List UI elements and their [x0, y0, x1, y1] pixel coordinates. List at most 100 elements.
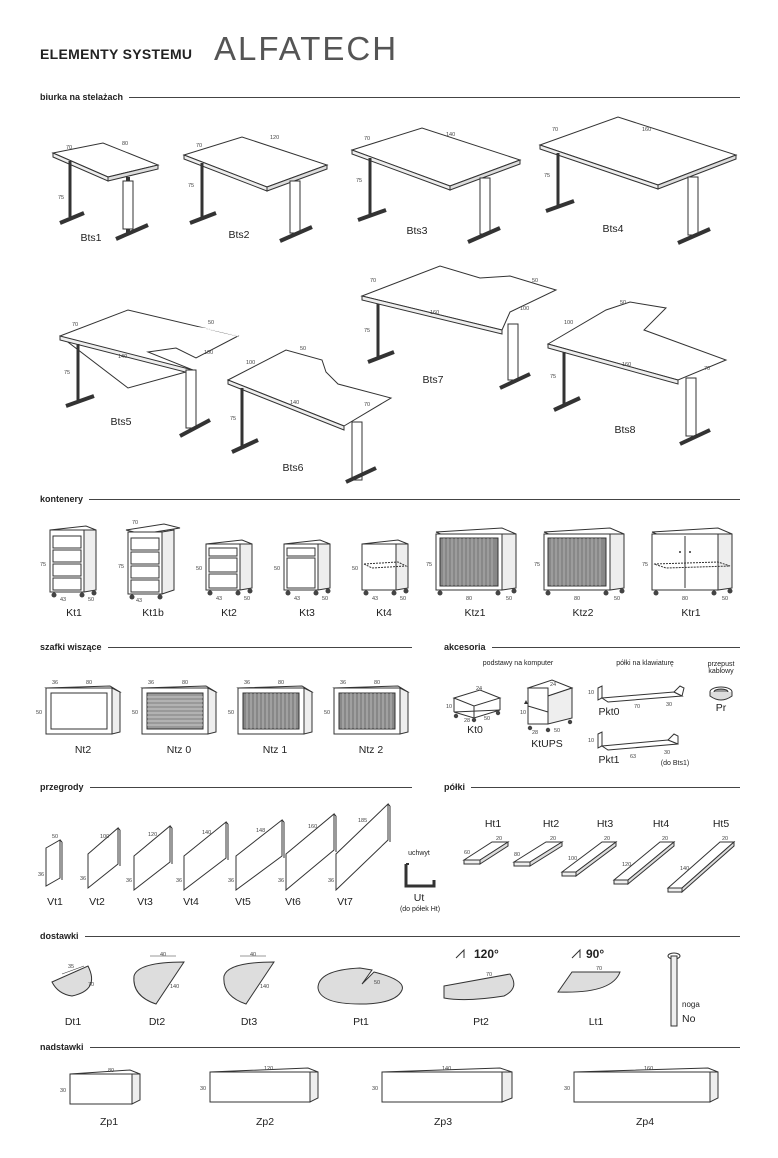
kt3-dim-h: 50 — [274, 566, 280, 572]
shelf-ht1-drawing: 60 20 — [462, 836, 510, 865]
shelf-ht4-label: Ht4 — [652, 818, 670, 830]
kt1-dim-d: 50 — [88, 597, 94, 603]
accessory-ktups-label: KtUPS — [531, 738, 563, 750]
bts1-dim-w: 80 — [122, 141, 128, 147]
extension-lt1-angle: 90° — [586, 947, 605, 961]
ktups-dim-c: 50 — [554, 728, 560, 734]
ntz1-dim-h: 50 — [228, 710, 234, 716]
ht4-dim-d: 20 — [662, 836, 668, 842]
zp1-dim-h: 30 — [60, 1088, 66, 1094]
extension-pt2-angle: 120° — [474, 947, 499, 961]
extension-lt1-drawing: 70 — [557, 948, 621, 993]
wall-ntz1-label: Ntz 1 — [262, 744, 288, 756]
kt2-dim-w: 43 — [216, 596, 222, 602]
vt1-dim-w: 36 — [38, 872, 44, 878]
container-kt4-label: Kt4 — [376, 607, 392, 619]
kt0-dim-c: 50 — [484, 716, 490, 722]
lt1-dim-a: 70 — [596, 966, 602, 972]
partition-vt1-label: Vt1 — [47, 896, 63, 908]
ntz0-dim-w: 80 — [182, 680, 188, 686]
vt4-dim-l: 140 — [202, 830, 211, 836]
desk-bts8-drawing: 100 50 70 160 75 — [546, 300, 728, 446]
container-kt1-label: Kt1 — [66, 607, 82, 619]
desk-bts2-label: Bts2 — [228, 229, 250, 241]
kt1b-dim-w: 43 — [136, 598, 142, 604]
extension-no-name: noga — [682, 1000, 700, 1009]
accessory-pkt1-drawing: 10 63 30 — [588, 731, 679, 760]
nt2-dim-d: 36 — [52, 680, 58, 686]
bts8-dim-h: 75 — [550, 374, 556, 380]
holder-note: (do półek Ht) — [399, 906, 441, 913]
pkt1-dim-b: 63 — [630, 754, 636, 760]
dt2-dim-b: 140 — [170, 984, 179, 990]
desk-bts5-drawing: 70 50 100 140 75 — [58, 309, 240, 438]
holder-title: uchwyt — [408, 850, 430, 857]
bts6-dim-e2: 70 — [364, 402, 370, 408]
desk-bts4-label: Bts4 — [602, 223, 624, 235]
partition-vt7-drawing: 185 36 — [328, 802, 391, 892]
zp4-dim-w: 160 — [644, 1066, 653, 1072]
section-wall: szafki wiszące — [40, 642, 412, 652]
accessory-kt0-label: Kt0 — [467, 724, 483, 736]
zp2-dim-h: 30 — [200, 1086, 206, 1092]
header-prefix: ELEMENTY SYSTEMU — [40, 46, 193, 62]
top-zp2-drawing: 30 120 — [200, 1066, 319, 1103]
vt6-dim-l: 160 — [308, 824, 317, 830]
partition-vt7-label: Vt7 — [337, 896, 353, 908]
ht5-dim-d: 20 — [722, 836, 728, 842]
kt4-dim-h: 50 — [352, 566, 358, 572]
vt2-dim-l: 100 — [100, 834, 109, 840]
partition-vt4-label: Vt4 — [183, 896, 199, 908]
kt0-dim-h: 10 — [446, 704, 452, 710]
kt2-dim-d: 50 — [244, 596, 250, 602]
pkt0-dim-c: 30 — [666, 702, 672, 708]
zp2-dim-w: 120 — [264, 1066, 273, 1072]
bts6-dim-d: 100 — [246, 360, 255, 366]
ntz1-dim-w: 80 — [278, 680, 284, 686]
wall-nt2-drawing: 50 36 80 — [36, 680, 122, 735]
container-kt3-label: Kt3 — [299, 607, 315, 619]
pkt0-dim-b: 70 — [634, 704, 640, 710]
partition-vt2-label: Vt2 — [89, 896, 105, 908]
container-kt1b-label: Kt1b — [142, 607, 164, 619]
holder-ut-drawing — [404, 863, 436, 888]
ktz2-dim-h: 75 — [534, 562, 540, 568]
accessory-pkt0-drawing: 10 70 30 — [588, 685, 685, 710]
vt7-dim-l: 185 — [358, 818, 367, 824]
kt3-dim-d: 50 — [322, 596, 328, 602]
bts8-dim-e1: 50 — [620, 300, 626, 306]
ktz2-dim-w: 80 — [574, 596, 580, 602]
wall-ntz2-drawing: 50 36 80 — [324, 680, 410, 735]
ntz1-dim-d: 36 — [244, 680, 250, 686]
kt0-dim-b: 28 — [464, 718, 470, 724]
bts5-dim-e2: 100 — [204, 350, 213, 356]
container-kt4-drawing: 50 43 50 — [352, 539, 409, 602]
bts6-dim-e1: 50 — [300, 346, 306, 352]
extension-lt1-label: Lt1 — [588, 1016, 604, 1028]
partition-vt2-drawing: 100 36 — [80, 826, 121, 890]
section-desks: biurka na stelażach — [40, 92, 740, 102]
zp3-dim-h: 30 — [372, 1086, 378, 1092]
shelf-ht5-drawing: 140 20 — [666, 836, 736, 894]
vt3-dim-l: 120 — [148, 832, 157, 838]
partition-vt6-drawing: 160 36 — [278, 812, 337, 892]
header-brand: ALFATECH — [214, 30, 399, 67]
top-zp4-label: Zp4 — [635, 1116, 655, 1128]
bts5-dim-d: 70 — [72, 322, 78, 328]
bts3-dim-w: 140 — [446, 132, 455, 138]
wall-ntz0-drawing: 50 36 80 — [132, 680, 218, 735]
desk-bts3-label: Bts3 — [406, 225, 428, 237]
kt1-dim-h: 75 — [40, 562, 46, 568]
vt6-dim-w: 36 — [278, 878, 284, 884]
extension-pt1-label: Pt1 — [353, 1016, 369, 1028]
desk-bts1-drawing: 70 80 75 — [51, 141, 160, 241]
ktups-dim-h: 10 — [520, 710, 526, 716]
partition-vt3-drawing: 120 36 — [126, 824, 173, 892]
top-zp3-label: Zp3 — [433, 1116, 453, 1128]
kt1b-dim-h: 75 — [118, 564, 124, 570]
bts5-dim-h: 75 — [64, 370, 70, 376]
bts3-dim-d: 70 — [364, 136, 370, 142]
extension-dt3-drawing: 40 140 — [223, 952, 275, 1005]
wall-nt2-label: Nt2 — [74, 744, 92, 756]
wall-ntz2-label: Ntz 2 — [358, 744, 384, 756]
